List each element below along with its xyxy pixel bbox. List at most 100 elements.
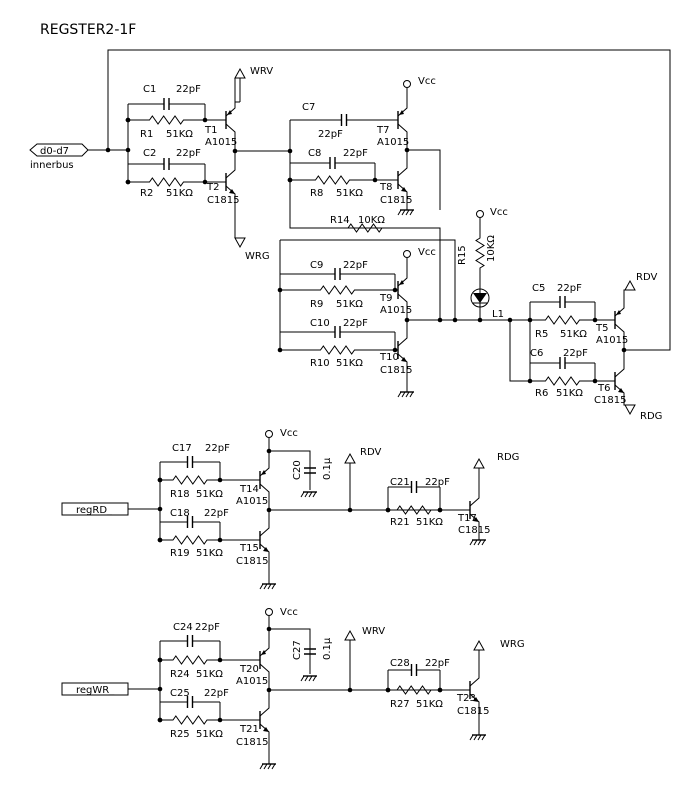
r27-value: 51KΩ xyxy=(416,699,443,710)
c27-ref: C27 xyxy=(292,640,303,660)
r1-value: 51KΩ xyxy=(166,129,193,140)
r21-ref: R21 xyxy=(390,517,410,528)
innerbus-label: innerbus xyxy=(30,160,74,171)
wrg-rail-label-2: WRG xyxy=(500,639,525,650)
c24-value: 22pF xyxy=(195,622,220,633)
t1-part: A1015 xyxy=(205,137,237,148)
r15-ref: R15 xyxy=(457,245,468,265)
vcc-label-3: Vcc xyxy=(490,207,508,218)
r5-value: 51KΩ xyxy=(560,329,587,340)
t17-ref: T17 xyxy=(457,513,477,524)
t21-ref: T21 xyxy=(239,724,259,735)
vcc-label-1: Vcc xyxy=(418,76,436,87)
c18-value: 22pF xyxy=(204,508,229,519)
r6-ref: R6 xyxy=(535,388,548,399)
schematic-title: REGSTER2-1F xyxy=(40,22,137,38)
t15-part: C1815 xyxy=(236,556,268,567)
c24-ref: C24 xyxy=(173,622,193,633)
t9-ref: T9 xyxy=(379,293,392,304)
r9-ref: R9 xyxy=(310,299,323,310)
t7-part: A1015 xyxy=(377,137,409,148)
c8-value: 22pF xyxy=(343,148,368,159)
t8-part: C1815 xyxy=(380,195,412,206)
r19-ref: R19 xyxy=(170,548,190,559)
reg-wr-port-label: regWR_ xyxy=(76,685,115,696)
c17-ref: C17 xyxy=(172,443,192,454)
r24-ref: R24 xyxy=(170,669,190,680)
t5-part: A1015 xyxy=(596,335,628,346)
t20-part: A1015 xyxy=(236,676,268,687)
r10-value: 51KΩ xyxy=(336,358,363,369)
c1-value: 22pF xyxy=(176,84,201,95)
r2-value: 51KΩ xyxy=(166,188,193,199)
t23-part: C1815 xyxy=(457,706,489,717)
c25-ref: C25 xyxy=(170,688,190,699)
r10-ref: R10 xyxy=(310,358,330,369)
reg-rd-port-label: regRD_ xyxy=(76,505,113,516)
c1-ref: C1 xyxy=(143,84,156,95)
t6-ref: T6 xyxy=(597,383,610,394)
rdv-rail-label-2: RDV xyxy=(360,447,381,458)
t7-ref: T7 xyxy=(376,125,389,136)
r21-value: 51KΩ xyxy=(416,517,443,528)
r8-ref: R8 xyxy=(310,188,323,199)
wrv-rail-label-1: WRV xyxy=(250,66,273,77)
t9-part: A1015 xyxy=(380,305,412,316)
vcc-label-2: Vcc xyxy=(418,247,436,258)
rdg-rail-label-1: RDG xyxy=(640,411,662,422)
c6-ref: C6 xyxy=(530,348,543,359)
r18-value: 51KΩ xyxy=(196,489,223,500)
t1-ref: T1 xyxy=(204,125,217,136)
r25-value: 51KΩ xyxy=(196,729,223,740)
vcc-label-5: Vcc xyxy=(280,607,298,618)
wrv-rail-label-2: WRV xyxy=(362,626,385,637)
r18-ref: R18 xyxy=(170,489,190,500)
t14-ref: T14 xyxy=(239,484,259,495)
wrg-rail-label-1: WRG xyxy=(245,251,270,262)
c20-value: 0.1μ xyxy=(322,457,333,480)
c21-value: 22pF xyxy=(425,477,450,488)
rdg-rail-label-2: RDG xyxy=(497,452,519,463)
t2-ref: T2 xyxy=(206,182,219,193)
t5-ref: T5 xyxy=(595,323,608,334)
c6-value: 22pF xyxy=(563,348,588,359)
t10-ref: T10 xyxy=(379,352,399,363)
c28-value: 22pF xyxy=(425,658,450,669)
c21-ref: C21 xyxy=(390,477,410,488)
t2-part: C1815 xyxy=(207,195,239,206)
r2-ref: R2 xyxy=(140,188,153,199)
r8-value: 51KΩ xyxy=(336,188,363,199)
r9-value: 51KΩ xyxy=(336,299,363,310)
c9-ref: C9 xyxy=(310,260,323,271)
c10-ref: C10 xyxy=(310,318,330,329)
c27-value: 0.1μ xyxy=(322,637,333,660)
t10-part: C1815 xyxy=(380,365,412,376)
t14-part: A1015 xyxy=(236,496,268,507)
l1-ref: L1 xyxy=(492,309,504,320)
r1-ref: R1 xyxy=(140,129,153,140)
t20-ref: T20 xyxy=(239,664,259,675)
r5-ref: R5 xyxy=(535,329,548,340)
vcc-label-4: Vcc xyxy=(280,428,298,439)
r25-ref: R25 xyxy=(170,729,190,740)
r15-value: 10KΩ xyxy=(486,235,497,262)
rdv-rail-label-1: RDV xyxy=(636,272,657,283)
t6-part: C1815 xyxy=(594,395,626,406)
r19-value: 51KΩ xyxy=(196,548,223,559)
t17-part: C1815 xyxy=(458,525,490,536)
c10-value: 22pF xyxy=(343,318,368,329)
t21-part: C1815 xyxy=(236,737,268,748)
c20-ref: C20 xyxy=(292,460,303,480)
t8-ref: T8 xyxy=(379,182,392,193)
c28-ref: C28 xyxy=(390,658,410,669)
t15-ref: T15 xyxy=(239,543,259,554)
data-bus-port-label: d0-d7 xyxy=(40,146,69,157)
c25-value: 22pF xyxy=(204,688,229,699)
r24-value: 51KΩ xyxy=(196,669,223,680)
c2-value: 22pF xyxy=(176,148,201,159)
c17-value: 22pF xyxy=(205,443,230,454)
